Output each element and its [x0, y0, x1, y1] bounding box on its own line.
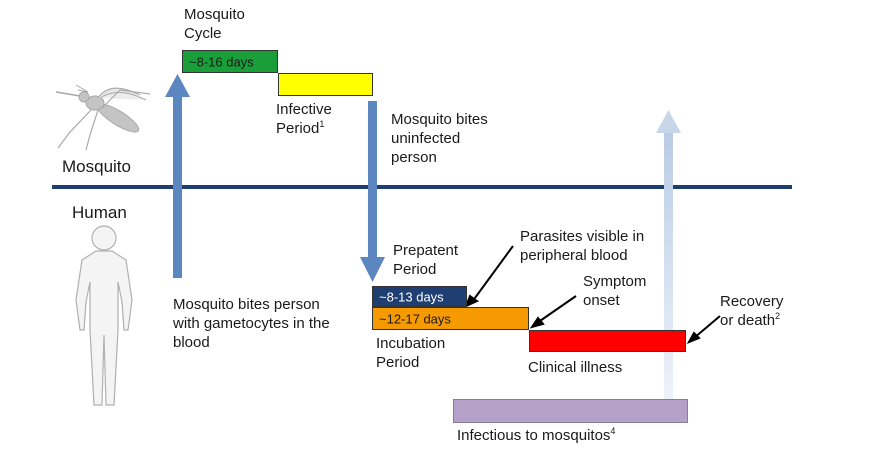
- mosquito-cycle-bar-label: ~8-16 days: [189, 54, 254, 69]
- mosquito-cycle-bar: ~8-16 days: [182, 50, 278, 73]
- clinical-illness-label: Clinical illness: [528, 359, 623, 376]
- arrow-up-faded: [656, 110, 681, 401]
- parasites-visible-label: Parasites visible in peripheral blood: [520, 228, 645, 264]
- arrow-up-gametocytes: [165, 74, 190, 278]
- prepatent-period-bar: ~8-13 days: [372, 286, 467, 307]
- mosquito-label: Mosquito: [62, 157, 131, 176]
- arrow-down-bites-uninfected: [360, 101, 385, 282]
- incubation-bar-label: ~12-17 days: [379, 311, 451, 326]
- incubation-period-bar: ~12-17 days: [372, 307, 529, 330]
- infective-period-label: Infective Period1: [276, 101, 332, 137]
- recovery-label: Recovery or death2: [720, 293, 784, 329]
- infective-period-bar: [278, 73, 373, 96]
- human-label: Human: [72, 203, 127, 222]
- incubation-period-label: Incubation Period: [376, 335, 446, 371]
- pointer-arrows: [464, 245, 721, 344]
- mosquito-cycle-title: Mosquito Cycle: [184, 6, 245, 42]
- clinical-illness-bar: [529, 330, 686, 352]
- mosquito-bites-person-label: Mosquito bites person with gametocytes i…: [173, 296, 330, 351]
- mosquito-icon: [55, 84, 151, 151]
- symptom-onset-label: Symptom onset: [583, 273, 647, 309]
- infectious-label: Infectious to mosquitos4: [457, 426, 616, 445]
- infectious-bar: [453, 399, 688, 423]
- human-icon: [75, 225, 133, 406]
- prepatent-period-label: Prepatent Period: [393, 242, 459, 278]
- mosquito-bites-uninfected-label: Mosquito bites uninfected person: [391, 111, 488, 166]
- prepatent-bar-label: ~8-13 days: [379, 289, 444, 304]
